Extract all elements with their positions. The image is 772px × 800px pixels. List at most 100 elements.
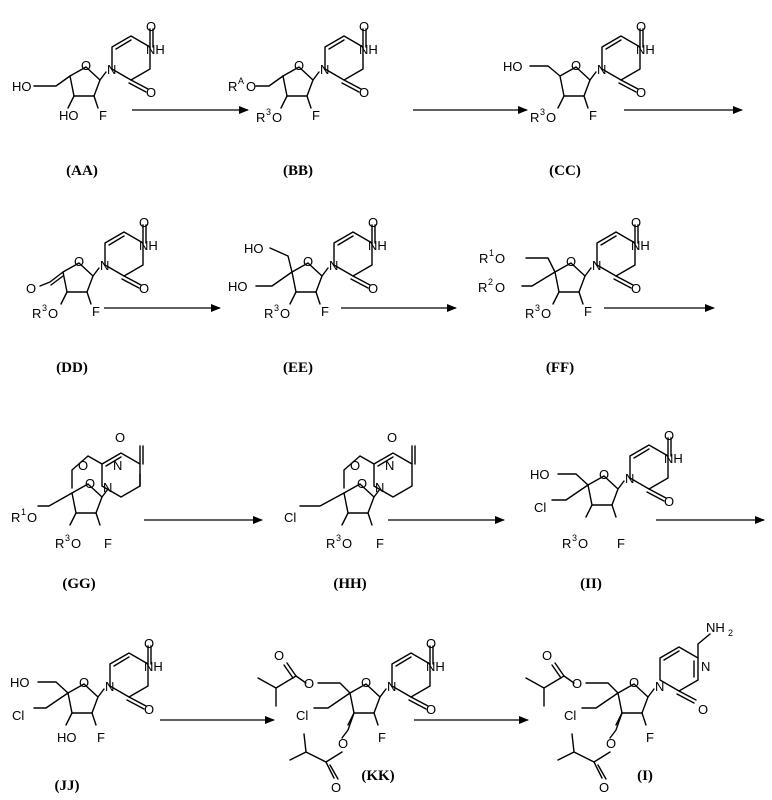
label-DD: (DD) xyxy=(56,360,88,376)
atom-o: O xyxy=(599,780,609,795)
atom-f: F xyxy=(589,108,597,123)
atom-nh: NH xyxy=(359,42,378,57)
atom-o: O xyxy=(368,281,378,296)
atom-ho: HO xyxy=(57,730,77,745)
atom-nh2: NH xyxy=(706,620,725,635)
atom-n: N xyxy=(597,62,606,77)
atom-nh: NH xyxy=(139,238,158,253)
sup-2: 2 xyxy=(728,628,733,638)
atom-o: O xyxy=(303,254,313,269)
atom-f: F xyxy=(99,108,107,123)
atom-o: O xyxy=(294,58,304,73)
atom-o: O xyxy=(387,430,397,445)
atom-f: F xyxy=(312,108,320,123)
atom-o: O xyxy=(606,736,616,751)
atom-o: O xyxy=(304,676,314,691)
atom-o: O xyxy=(368,215,378,230)
atom-o: O xyxy=(139,281,149,296)
atom-ho: HO xyxy=(10,675,30,690)
atom-o: O xyxy=(274,648,284,663)
atom-o: O xyxy=(357,476,367,491)
compound-II: HO Cl O N NH O O R 3 O F (II) xyxy=(530,428,683,592)
sup-3: 3 xyxy=(572,533,577,543)
atom-cl: Cl xyxy=(296,708,308,723)
label-II: (II) xyxy=(580,576,602,592)
sup-3: 3 xyxy=(336,533,341,543)
atom-o: O xyxy=(78,458,88,473)
atom-n: N xyxy=(592,258,601,273)
atom-o: O xyxy=(426,636,436,651)
atom-o: O xyxy=(664,428,674,443)
atom-o: O xyxy=(280,306,290,321)
sup-3: 3 xyxy=(535,303,540,313)
atom-o: O xyxy=(246,79,256,94)
compound-JJ: HO Cl O N NH O O HO F (JJ) xyxy=(10,636,163,794)
atom-n: N xyxy=(701,659,710,674)
atom-o: O xyxy=(664,494,674,509)
atom-nh: NH xyxy=(146,42,165,57)
atom-cl: Cl xyxy=(12,708,24,723)
sup-3: 3 xyxy=(42,303,47,313)
atom-f: F xyxy=(104,536,112,551)
atom-r: R xyxy=(256,110,265,125)
atom-o: O xyxy=(74,254,84,269)
sup-3: 3 xyxy=(540,107,545,117)
atom-n: N xyxy=(107,62,116,77)
atom-o: O xyxy=(495,280,505,295)
label-EE: (EE) xyxy=(283,360,313,376)
atom-o: O xyxy=(636,85,646,100)
atom-o: O xyxy=(629,675,639,690)
atom-o: O xyxy=(566,254,576,269)
sup-1: 1 xyxy=(489,248,494,258)
atom-r: R xyxy=(264,306,273,321)
atom-o: O xyxy=(338,736,348,751)
sup-1: 1 xyxy=(21,507,26,517)
atom-ho: HO xyxy=(244,241,264,256)
label-FF: (FF) xyxy=(546,360,574,376)
atom-n: N xyxy=(387,679,396,694)
atom-o: O xyxy=(426,702,436,717)
compound-GG: O N O O N R 1 O R 3 O F (GG) xyxy=(11,430,144,592)
atom-r: R xyxy=(32,306,41,321)
atom-o: O xyxy=(26,281,36,296)
atom-nh: NH xyxy=(144,659,163,674)
atom-n: N xyxy=(113,458,122,473)
atom-n: N xyxy=(320,62,329,77)
sup-3: 3 xyxy=(266,107,271,117)
sup-3: 3 xyxy=(65,533,70,543)
atom-r: R xyxy=(478,280,487,295)
atom-ho: HO xyxy=(503,59,523,74)
compound-KK: O O Cl O N NH O O O O F (KK) xyxy=(257,636,445,795)
atom-o: O xyxy=(350,458,360,473)
atom-o: O xyxy=(698,702,708,717)
atom-o: O xyxy=(571,58,581,73)
atom-o: O xyxy=(144,636,154,651)
atom-r: R xyxy=(530,110,539,125)
atom-cl: Cl xyxy=(564,708,576,723)
atom-o: O xyxy=(144,702,154,717)
atom-cl: Cl xyxy=(284,510,296,525)
compound-EE: HO HO O N NH O O R 3 O F (EE) xyxy=(228,215,387,376)
label-CC: (CC) xyxy=(549,163,581,179)
atom-nh: NH xyxy=(426,659,445,674)
atom-f: F xyxy=(321,304,329,319)
sup-3: 3 xyxy=(274,303,279,313)
atom-r: R xyxy=(479,251,488,266)
label-GG: (GG) xyxy=(62,576,95,592)
sup-a: A xyxy=(238,76,244,86)
compound-CC: HO O N NH O O R 3 O F (CC) xyxy=(503,19,655,179)
atom-n: N xyxy=(329,258,338,273)
compound-FF: R 1 O R 2 O O N NH O O R 3 O F (FF) xyxy=(478,215,650,376)
atom-n: N xyxy=(105,679,114,694)
atom-n: N xyxy=(625,471,634,486)
label-AA: (AA) xyxy=(66,163,98,179)
atom-o: O xyxy=(115,430,125,445)
atom-ho: HO xyxy=(12,79,32,94)
atom-r: R xyxy=(228,79,237,94)
atom-f: F xyxy=(646,730,654,745)
atom-ho: HO xyxy=(59,108,79,123)
compound-AA: HO O N NH O O HO F (AA) xyxy=(12,19,165,179)
label-KK: (KK) xyxy=(361,768,394,784)
atom-o: O xyxy=(342,536,352,551)
